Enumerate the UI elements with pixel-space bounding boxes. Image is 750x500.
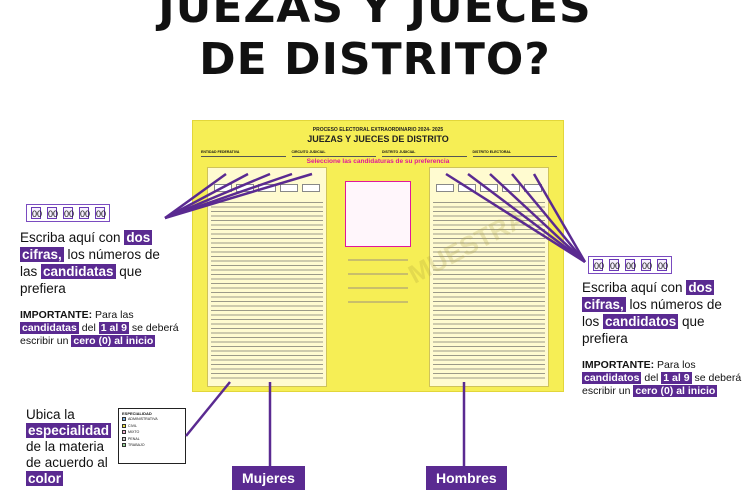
instructions-box [345, 181, 411, 247]
women-column [207, 167, 327, 387]
men-tag: Hombres [426, 466, 507, 490]
number-pair: 00 [657, 259, 669, 271]
women-important-note: IMPORTANTE: Para las candidatas del 1 al… [20, 309, 179, 347]
candidate-list [211, 202, 323, 382]
ballot-field: CIRCUITO JUDICIAL [291, 148, 376, 157]
specialty-item: TRABAJO [122, 442, 182, 449]
vote-box [258, 184, 276, 192]
men-instructions: Escriba aquí con dos cifras, los números… [582, 280, 722, 346]
ballot-select-title: Seleccione las candidaturas de su prefer… [306, 158, 450, 165]
vote-box [214, 184, 232, 192]
vote-box [524, 184, 542, 192]
ballot-middle [343, 181, 413, 381]
ballot-field: DISTRITO ELECTORAL [472, 148, 557, 157]
number-pair: 00 [625, 259, 637, 271]
page-title-line1: JUEZAS Y JUECES [158, 0, 592, 33]
ballot-fields: ENTIDAD FEDERATIVA CIRCUITO JUDICIAL DIS… [201, 148, 557, 157]
vote-box [436, 184, 454, 192]
women-instructions: Escriba aquí con dos cifras, los números… [20, 230, 160, 296]
ballot-title: JUEZAS Y JUECES DE DISTRITO [307, 134, 449, 144]
vote-box [236, 184, 254, 192]
ballot-field: DISTRITO JUDICIAL [382, 148, 467, 157]
number-pair: 00 [95, 207, 107, 219]
number-pair: 00 [47, 207, 59, 219]
vote-box [458, 184, 476, 192]
specialty-item: MIXTO [122, 429, 182, 436]
ballot-sample: PROCESO ELECTORAL EXTRAORDINARIO 2024- 2… [192, 120, 564, 392]
vote-box [302, 184, 320, 192]
specialty-legend: ESPECIALIDAD ADMINISTRATIVA CIVIL MIXTO … [118, 408, 186, 464]
number-pair: 00 [593, 259, 605, 271]
ballot-process: PROCESO ELECTORAL EXTRAORDINARIO 2024- 2… [312, 127, 444, 133]
specialty-instructions: Ubica la especialidad de la materia de a… [26, 407, 112, 486]
number-pair: 00 [641, 259, 653, 271]
specialty-item: PENAL [122, 436, 182, 443]
ballot-field: ENTIDAD FEDERATIVA [201, 148, 286, 157]
specialty-heading: ESPECIALIDAD [122, 411, 152, 416]
number-pair: 00 [79, 207, 91, 219]
specialty-item: ADMINISTRATIVA [122, 416, 182, 423]
women-tag: Mujeres [232, 466, 305, 490]
vote-box [480, 184, 498, 192]
men-number-boxes: 00 00 00 00 00 [588, 256, 672, 274]
women-number-boxes: 00 00 00 00 00 [26, 204, 110, 222]
page-title-line2: DE DISTRITO? [199, 34, 551, 85]
vote-box [502, 184, 520, 192]
number-pair: 00 [63, 207, 75, 219]
number-pair: 00 [31, 207, 43, 219]
men-important-note: IMPORTANTE: Para los candidatos del 1 al… [582, 359, 742, 397]
men-column [429, 167, 549, 387]
number-pair: 00 [609, 259, 621, 271]
specialty-item: CIVIL [122, 423, 182, 430]
vote-box [280, 184, 298, 192]
